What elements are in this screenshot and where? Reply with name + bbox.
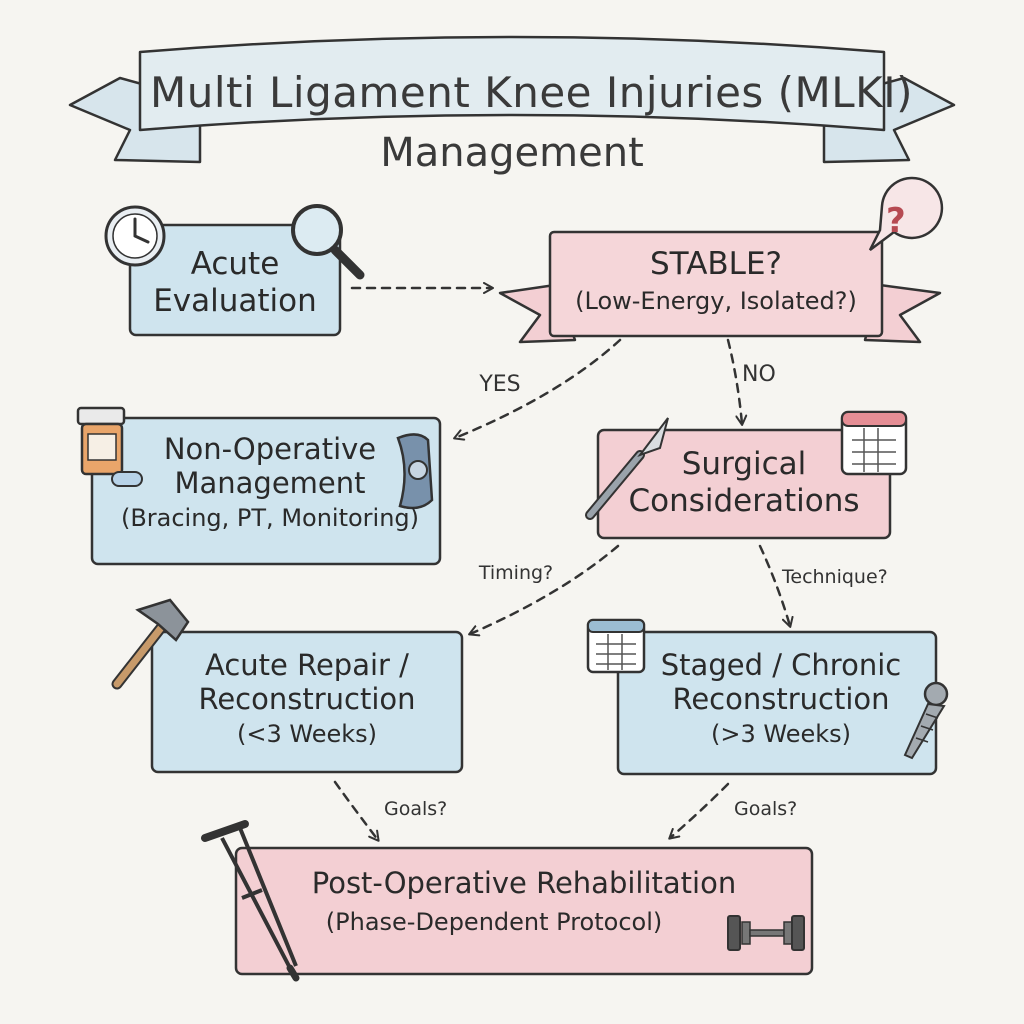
crutch-icon [201,820,300,982]
hammer-icon [111,598,190,690]
dumbbell-icon [727,915,805,951]
edge-label-timing: Timing? [478,562,554,584]
rehab-box [234,846,814,976]
arrow-staged-to-rehab [668,782,730,840]
surgical-line-1: Surgical [681,446,807,482]
surgical-box [596,428,892,540]
svg-text:?: ? [886,201,906,241]
question-bubble-icon: ? [868,176,944,251]
arrow-stable-to-nonop [453,338,622,441]
acute-repair-label: Acute Repair / Reconstruction (<3 Weeks) [152,648,462,749]
knee-brace-icon [396,433,434,510]
edge-label-yes: YES [479,372,521,397]
non-operative-line-3: (Bracing, PT, Monitoring) [120,504,420,533]
title-line-2: Management [380,130,644,176]
acute-repair-box [150,630,464,774]
staged-line-2: Reconstruction [672,682,890,717]
scalpel-icon [585,417,669,520]
acute-repair-line-1: Acute Repair / [205,648,409,682]
magnifier-icon [291,204,365,280]
stable-line-1: STABLE? [650,246,782,282]
arrow-surgical-to-staged [758,544,794,628]
acute-evaluation-line-2: Evaluation [153,282,317,319]
stable-banner [498,230,942,344]
surgical-line-2: Considerations [628,482,860,519]
non-operative-box [90,416,442,566]
acute-repair-line-3: (<3 Weeks) [237,720,377,749]
edge-label-no: NO [742,362,776,387]
rehab-line-2: (Phase-Dependent Protocol) [325,908,663,937]
staged-label: Staged / Chronic Reconstruction (>3 Week… [640,648,922,749]
title-line-1: Multi Ligament Knee Injuries (MLKI) [150,68,913,117]
surgical-label: Surgical Considerations [608,446,880,519]
rehab-line-1: Post-Operative Rehabilitation [311,866,737,900]
rehab-label: Post-Operative Rehabilitation (Phase-Dep… [236,866,812,937]
staged-line-1: Staged / Chronic [660,648,902,682]
edge-label-technique: Technique? [782,566,888,588]
clock-icon [104,205,166,267]
non-operative-line-2: Management [174,466,366,501]
acute-repair-line-2: Reconstruction [198,682,416,717]
acute-evaluation-label: Acute Evaluation [130,246,340,319]
arrow-stable-to-surgical [726,338,748,426]
stable-label: STABLE? (Low-Energy, Isolated?) [550,246,882,315]
arrow-acute-to-rehab [333,780,380,842]
non-operative-line-1: Non-Operative [163,432,377,466]
calendar-icon [840,410,908,476]
acute-evaluation-box [128,223,342,337]
edge-label-goals-right: Goals? [734,798,798,820]
screw-icon [903,681,949,760]
acute-evaluation-line-1: Acute [190,246,280,282]
non-operative-label: Non-Operative Management (Bracing, PT, M… [120,432,420,533]
staged-line-3: (>3 Weeks) [711,720,851,749]
pill-bottle-icon [76,406,143,487]
arrow-surgical-to-acute [468,544,620,637]
calendar-icon-small [586,618,646,674]
title-banner [68,35,956,164]
edge-label-goals-left: Goals? [384,798,448,820]
stable-line-2: (Low-Energy, Isolated?) [575,286,857,315]
